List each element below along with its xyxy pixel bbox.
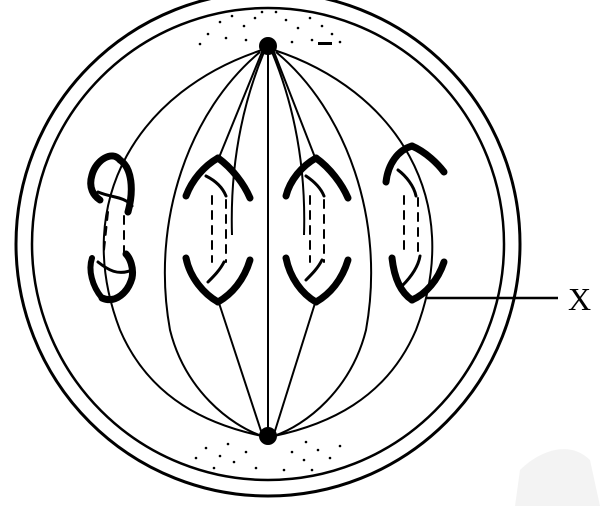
bottom-centriole	[259, 427, 277, 445]
spindle-fibres	[104, 48, 433, 436]
label-x: X	[568, 281, 591, 317]
top-centriole	[259, 37, 277, 55]
chromosome-pair-2	[186, 158, 250, 302]
watermark	[515, 449, 600, 506]
bottom-pole-stipple	[195, 441, 342, 472]
chromosome-pair-3	[286, 158, 348, 302]
chromosome-pair-1	[90, 156, 132, 300]
